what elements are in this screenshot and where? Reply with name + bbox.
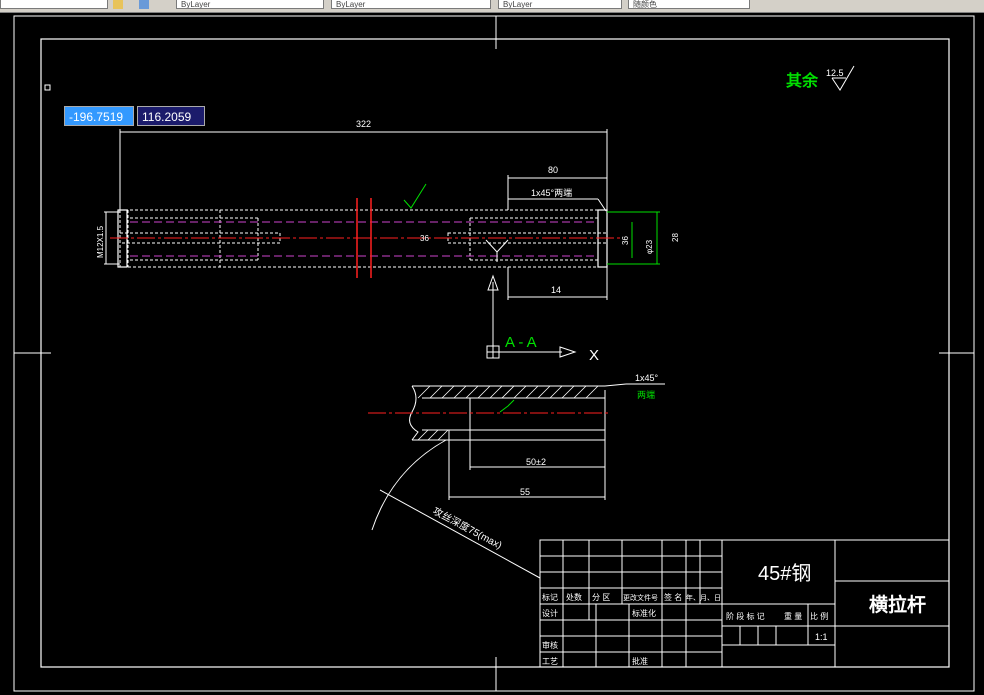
dim-overall [119, 129, 608, 210]
lineweight-dropdown[interactable]: ByLayer [498, 0, 622, 9]
drawing-canvas[interactable]: 其余 12.5 322 80 1x45°两端 [0, 12, 984, 695]
dim-phi-text: φ23 [645, 239, 654, 254]
thread-lines [130, 221, 598, 257]
dim-bore-total-text: 55 [520, 487, 530, 497]
dynamic-input-y[interactable]: 116.2059 [137, 106, 205, 126]
section-hatching [417, 385, 599, 441]
header-change-doc: 更改文件号 [623, 593, 658, 602]
label-stage: 阶 段 标 记 [726, 611, 765, 621]
dim-right-diameters [607, 211, 660, 265]
header-sign: 签 名 [664, 592, 682, 602]
property-toolbar: ByLayer ByLayer ByLayer 随颜色 [0, 0, 984, 13]
ucs-x-label: X [589, 347, 599, 364]
plotstyle-dropdown[interactable]: 随颜色 [628, 0, 750, 9]
dim-thread-len-text: 14 [551, 285, 561, 295]
part-name-text: 横拉杆 [869, 593, 926, 616]
header-date: 年、月、日 [686, 593, 721, 602]
scale-text: 1:1 [815, 632, 828, 642]
section-view [409, 385, 606, 500]
label-standard: 标准化 [632, 608, 656, 618]
label-scale: 比 例 [810, 611, 828, 621]
chamfer-note: 1x45°两端 [531, 187, 572, 198]
cursor-pickbox [44, 84, 51, 91]
drawing-frame [40, 38, 950, 668]
roughness-value: 12.5 [826, 68, 844, 78]
leader-arc [371, 439, 447, 531]
dim-outer-text: 28 [671, 233, 680, 242]
center-label: 36 [420, 234, 429, 243]
header-mark: 标记 [542, 592, 558, 602]
label-review: 审核 [542, 640, 558, 650]
roughness-mark [403, 183, 427, 209]
roughness-note-label: 其余 [786, 71, 819, 90]
leader-note: 攻丝深度75(max) [431, 504, 505, 551]
layer-dropdown[interactable] [0, 0, 108, 9]
centering-marks [14, 16, 974, 691]
chamfer2-note: 两端 [637, 389, 655, 400]
dim-thread-text: M12X1.5 [96, 225, 105, 258]
linetype-dropdown[interactable]: ByLayer [331, 0, 491, 9]
label-design: 设计 [542, 608, 558, 618]
title-block [539, 539, 950, 668]
lightbulb-icon[interactable] [113, 0, 123, 9]
dim-right-text: 80 [548, 165, 558, 175]
dim-overall-text: 322 [356, 119, 371, 129]
ucs-icon [486, 274, 577, 359]
dim-inner-text: 36 [621, 236, 630, 245]
header-count: 处数 [566, 592, 582, 602]
material-text: 45#钢 [758, 562, 811, 585]
color-dropdown[interactable]: ByLayer [176, 0, 324, 9]
header-zone: 分 区 [592, 593, 610, 602]
section-label: A - A [505, 334, 537, 351]
layer-cube-icon[interactable] [139, 0, 149, 9]
dim-bore-depth-text: 50±2 [526, 457, 546, 467]
break-marks [356, 198, 372, 278]
chamfer2-text: 1x45° [635, 373, 659, 383]
label-weight: 重 量 [784, 611, 802, 621]
roughness-symbol [831, 65, 855, 91]
dynamic-input-x[interactable]: -196.7519 [64, 106, 134, 126]
label-process: 工艺 [542, 657, 558, 666]
label-approve: 批准 [632, 656, 648, 666]
